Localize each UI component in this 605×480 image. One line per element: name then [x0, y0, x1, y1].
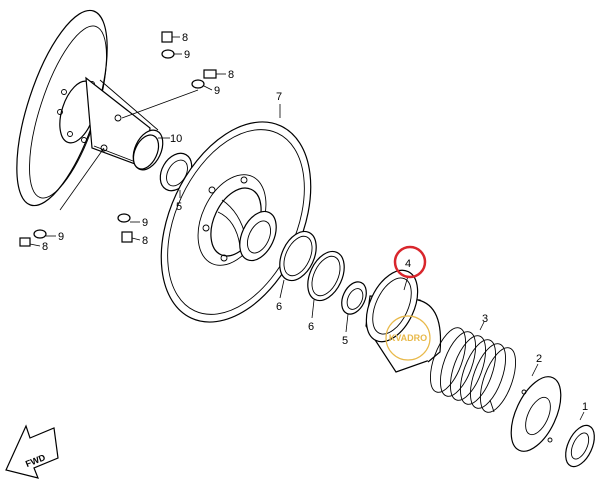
fwd-arrow: FWD	[5, 424, 59, 479]
label-5b: 5	[342, 335, 348, 347]
label-9a: 9	[184, 49, 190, 61]
part-2-spring-seat	[510, 376, 562, 452]
hardware-bolts	[19, 31, 217, 247]
part-1-nut	[565, 424, 595, 468]
label-8d: 8	[42, 241, 48, 253]
label-6a: 6	[276, 301, 282, 313]
label-9b: 9	[214, 85, 220, 97]
part-7-movable-sheave	[160, 121, 312, 323]
label-9c: 9	[142, 217, 148, 229]
label-9d: 9	[58, 231, 64, 243]
watermark-text: KVADRO	[389, 333, 427, 343]
callout-labels: 8 9 8 9 10 5 7 9 8 9 8 6 6 5 4 3 2 1	[42, 32, 588, 413]
label-6b: 6	[308, 321, 314, 333]
highlight-circle	[393, 245, 427, 279]
part-6-ring-a	[279, 230, 317, 282]
label-8b: 8	[228, 69, 234, 81]
label-5a: 5	[176, 201, 182, 213]
label-7: 7	[276, 91, 282, 103]
leader-lines	[29, 36, 585, 421]
label-2: 2	[536, 353, 542, 365]
part-3-spring	[429, 327, 517, 413]
part-5-seal-lower	[341, 281, 367, 315]
label-1: 1	[582, 401, 588, 413]
fixed-sheave	[16, 9, 164, 207]
label-8a: 8	[182, 32, 188, 44]
watermark-logo: KVADRO	[385, 315, 431, 361]
label-10: 10	[170, 133, 182, 145]
label-4: 4	[405, 258, 411, 270]
label-3: 3	[482, 313, 488, 325]
part-10-bushing	[132, 134, 160, 170]
part-4-sleeve	[365, 269, 442, 373]
label-8c: 8	[142, 235, 148, 247]
part-6-ring-b	[307, 250, 345, 302]
